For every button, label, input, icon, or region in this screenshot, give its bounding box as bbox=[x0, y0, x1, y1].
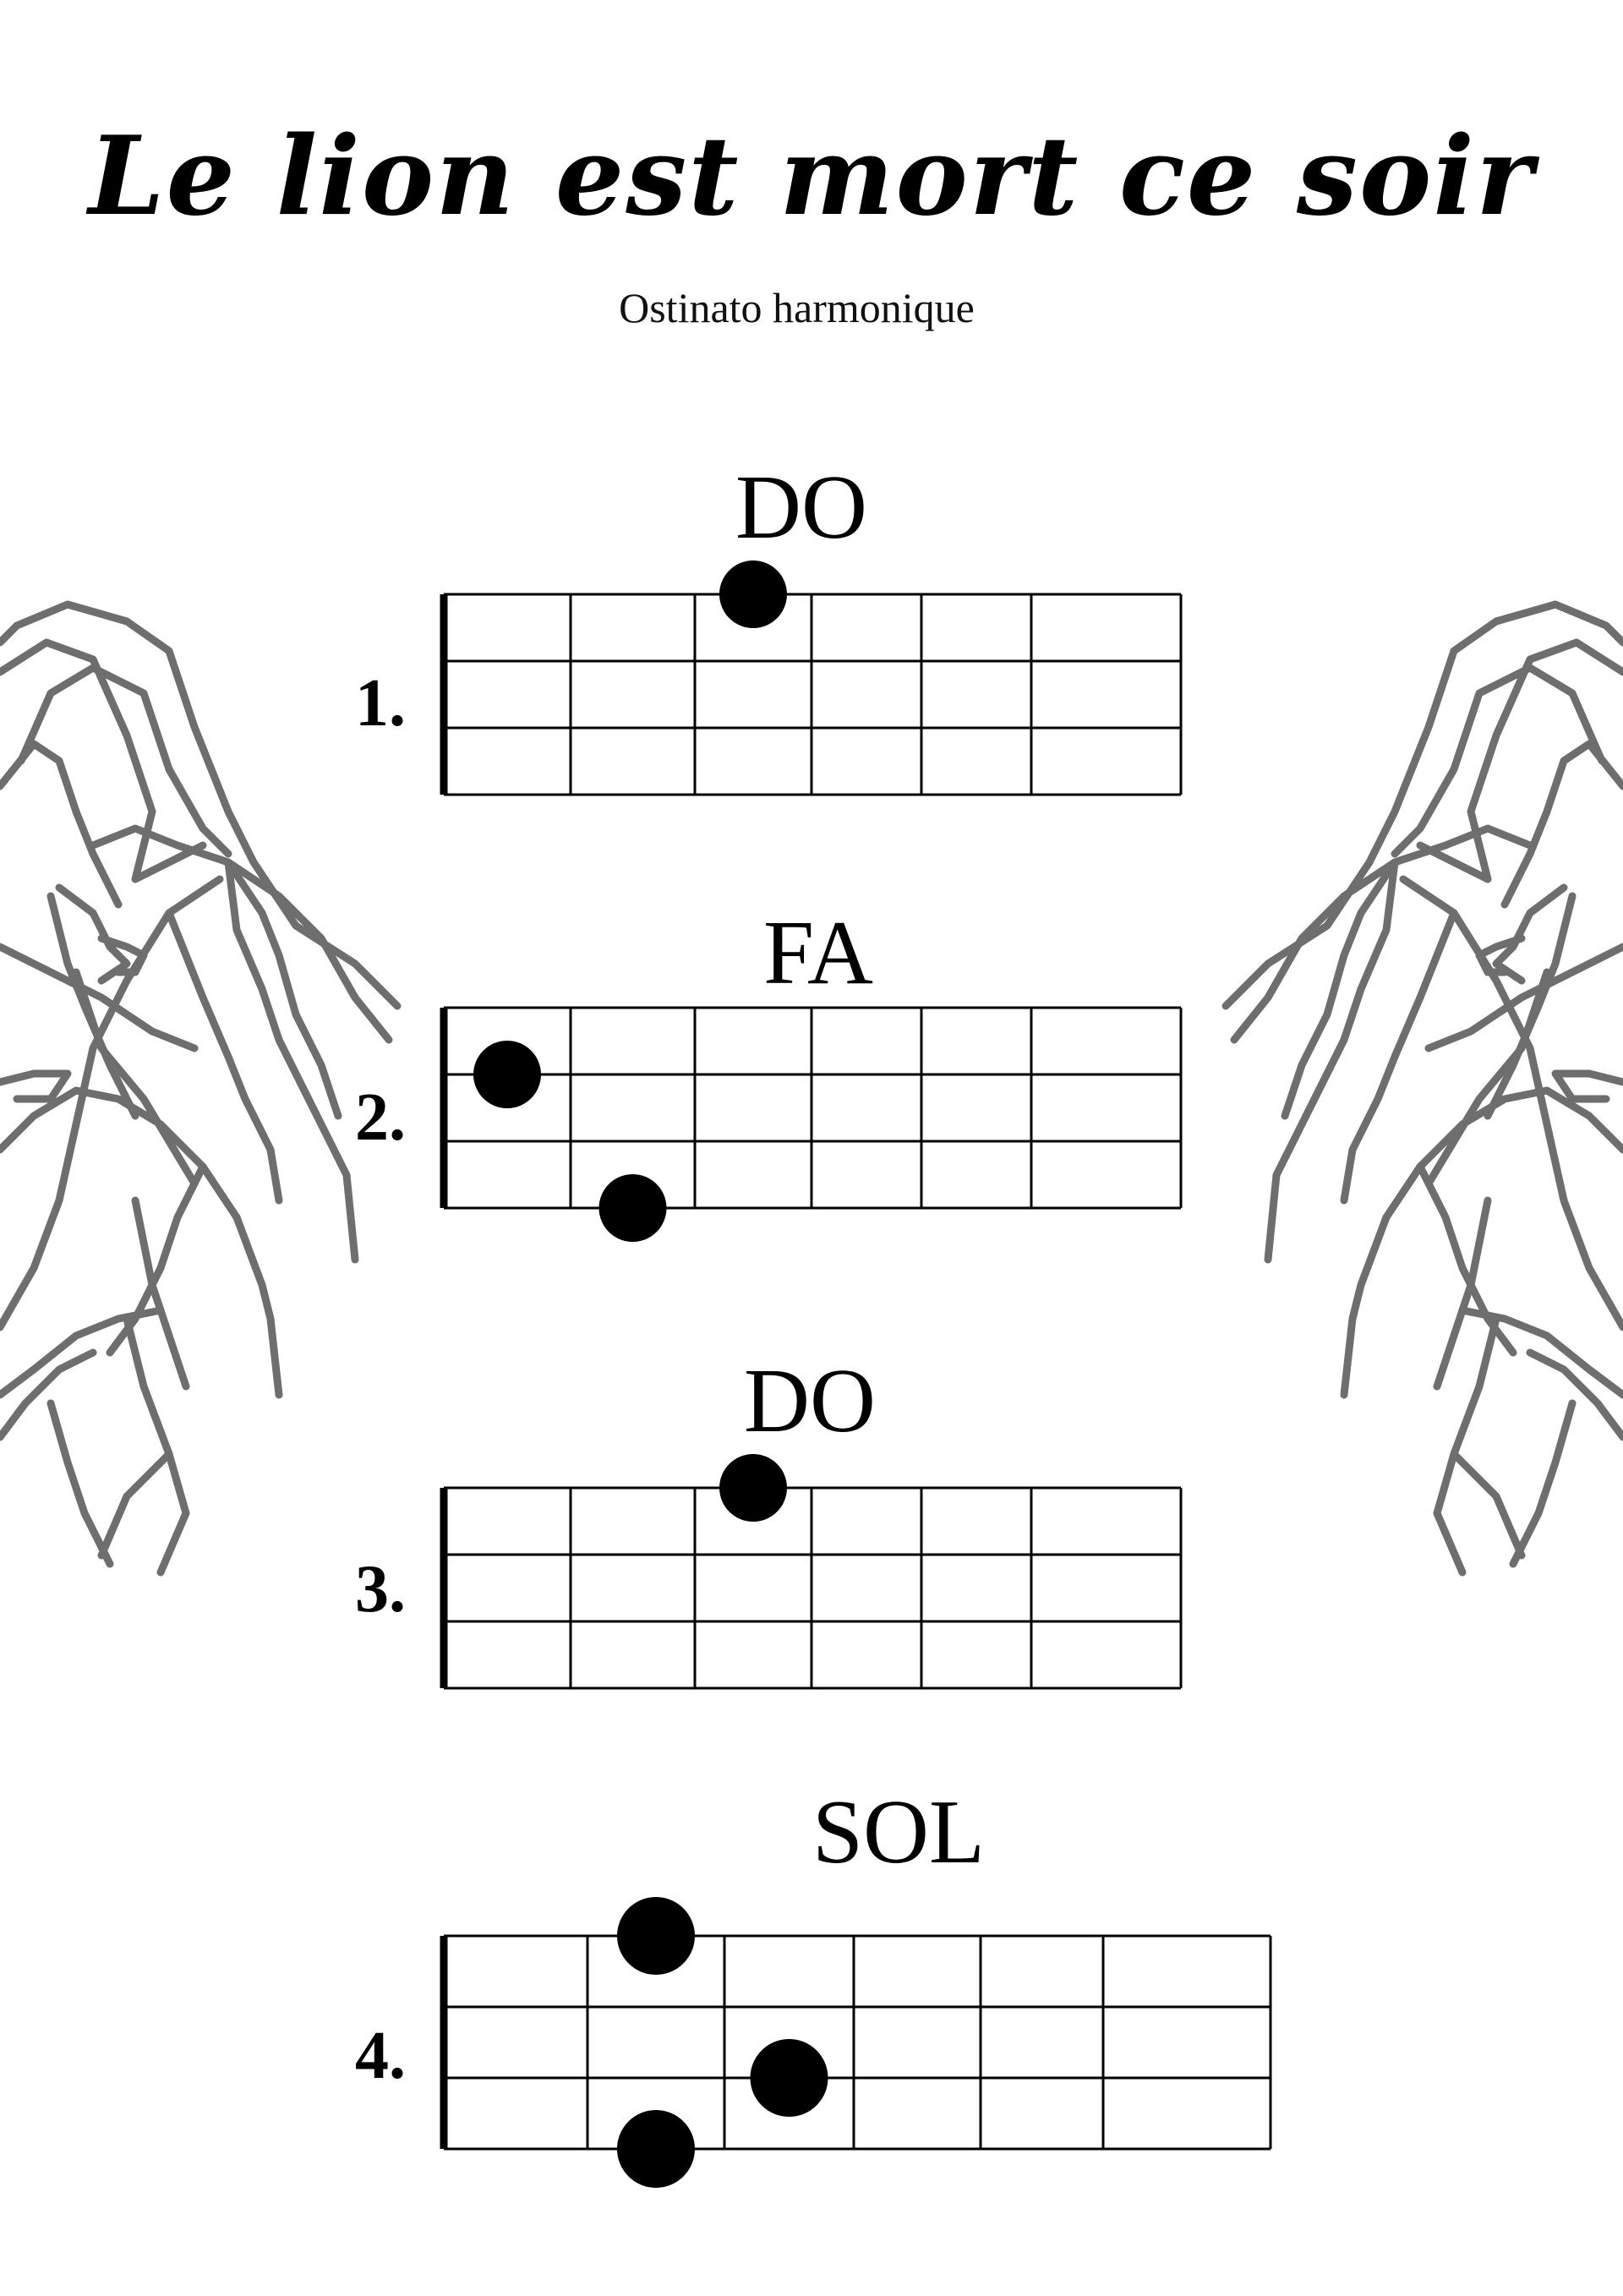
chord-diagram-2: FA 2. bbox=[355, 903, 1183, 1242]
finger-dot bbox=[719, 1454, 787, 1522]
chord-number: 3. bbox=[355, 1552, 406, 1626]
song-title: Le lion est mort ce soir bbox=[88, 113, 1535, 240]
finger-dot bbox=[617, 2110, 695, 2188]
fretboard-grid bbox=[440, 1006, 1183, 1210]
finger-dot bbox=[719, 560, 787, 628]
finger-dot bbox=[473, 1041, 541, 1108]
song-subtitle: Ostinato harmonique bbox=[619, 284, 975, 331]
finger-dots bbox=[617, 1897, 828, 2188]
finger-dots bbox=[473, 1041, 667, 1242]
chord-number: 4. bbox=[355, 2019, 406, 2093]
fretboard-grid bbox=[440, 593, 1183, 796]
chord-diagram-3: DO 3. bbox=[355, 1351, 1183, 1690]
chord-number: 1. bbox=[355, 666, 406, 741]
lion-left-illustration bbox=[0, 600, 402, 1577]
finger-dot bbox=[598, 1174, 667, 1242]
lion-right-illustration bbox=[1221, 600, 1623, 1577]
finger-dot bbox=[617, 1897, 695, 1975]
chord-name: DO bbox=[744, 1351, 876, 1451]
chord-number: 2. bbox=[355, 1080, 406, 1155]
chord-name: DO bbox=[735, 457, 867, 558]
finger-dots bbox=[719, 1454, 787, 1522]
finger-dots bbox=[719, 560, 787, 628]
fretboard-grid bbox=[440, 1486, 1183, 1690]
fretboard-grid bbox=[440, 1934, 1272, 2151]
chord-diagram-4: SOL 4. bbox=[355, 1782, 1272, 2188]
finger-dot bbox=[750, 2039, 828, 2117]
chord-name: SOL bbox=[812, 1782, 985, 1883]
chord-name: FA bbox=[763, 903, 873, 1003]
chord-diagram-1: DO 1. bbox=[355, 457, 1183, 796]
